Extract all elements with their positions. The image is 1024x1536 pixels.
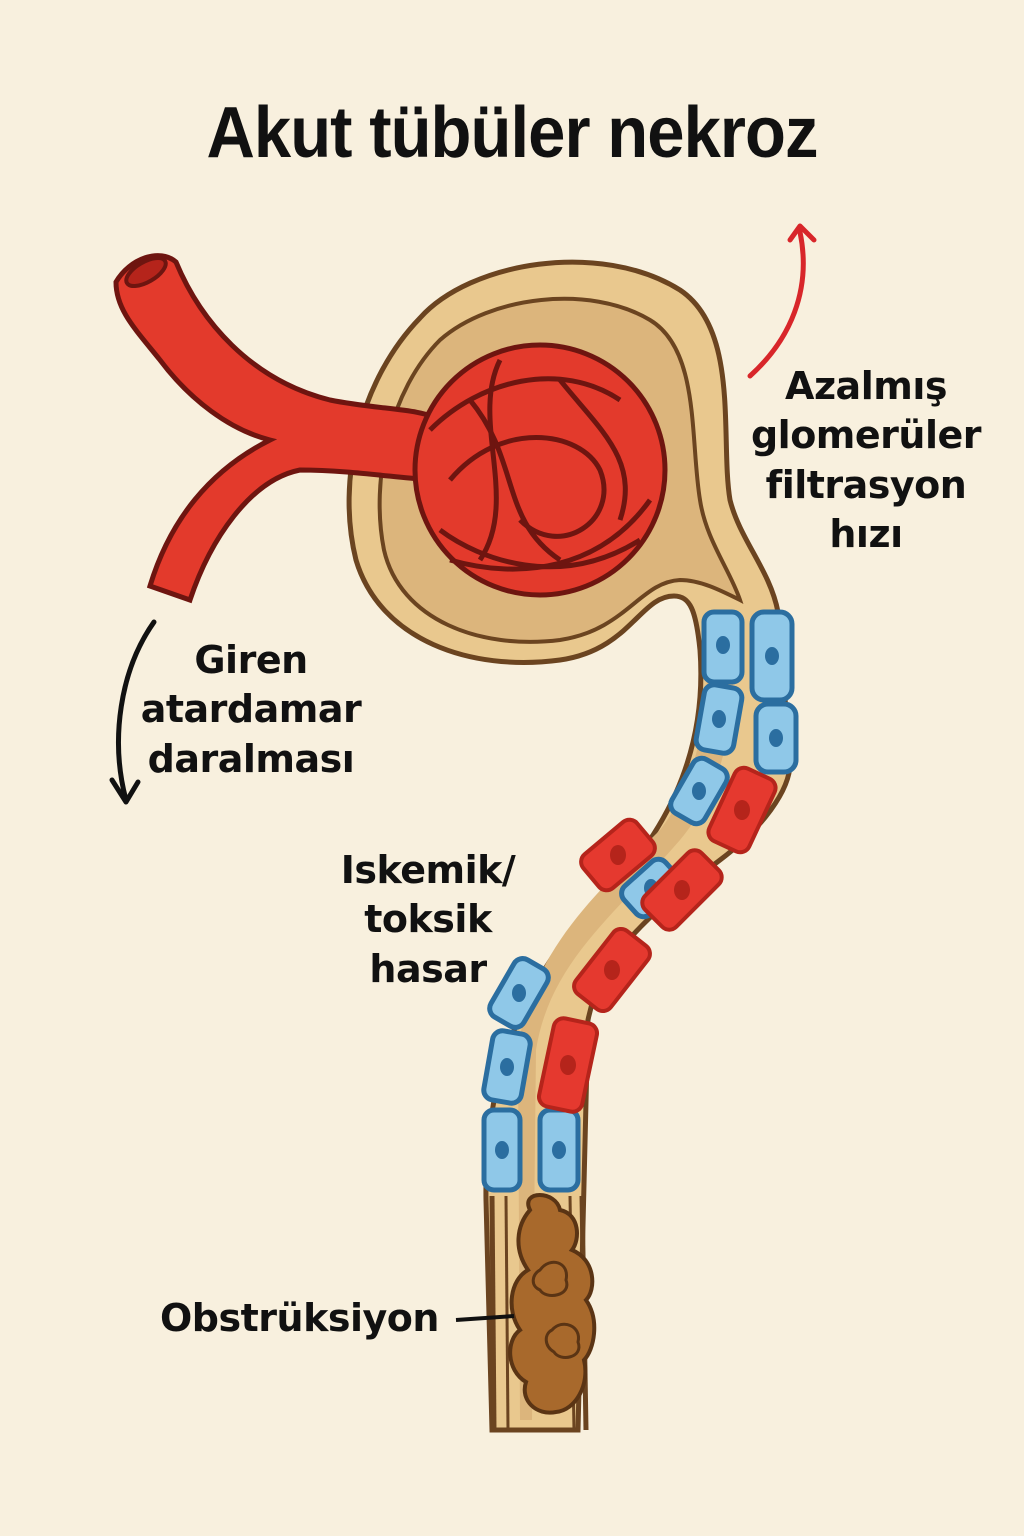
label-decreased-gfr: Azalmış glomerüler filtrasyon hızı	[736, 362, 996, 560]
injured-cell-nuclei	[560, 800, 750, 1075]
cast-clumps	[531, 1260, 581, 1359]
healthy-cells	[481, 609, 799, 1193]
label-line: hasar	[369, 946, 487, 991]
label-line: Giren	[194, 638, 308, 682]
glomerulus	[412, 342, 668, 598]
label-line: Iskemik/	[340, 848, 516, 892]
label-ischemic-toxic-injury: Iskemik/ toksik hasar	[318, 846, 538, 994]
afferent-arteriole	[113, 253, 453, 604]
obstruction-cast	[508, 1193, 597, 1415]
label-line: filtrasyon	[765, 462, 967, 507]
gfr-arrowhead-icon	[787, 223, 817, 243]
healthy-cell-nuclei	[495, 636, 783, 1159]
label-line: Azalmış	[785, 364, 947, 408]
label-line: atardamar	[140, 687, 362, 732]
afferent-arrowhead-icon	[109, 777, 141, 805]
label-line: toksik	[364, 897, 492, 942]
label-line: hızı	[829, 512, 903, 557]
gfr-arrow-icon	[747, 229, 806, 379]
afferent-arrow-icon	[116, 619, 157, 803]
label-afferent-constriction: Giren atardamar daralması	[126, 636, 376, 784]
label-line: daralması	[147, 736, 355, 781]
label-obstruction: Obstrüksiyon	[160, 1296, 439, 1340]
label-line: glomerüler	[750, 413, 982, 458]
obstruction-leader-line	[455, 1314, 515, 1322]
page-title: Akut tübüler nekroz	[206, 93, 818, 173]
